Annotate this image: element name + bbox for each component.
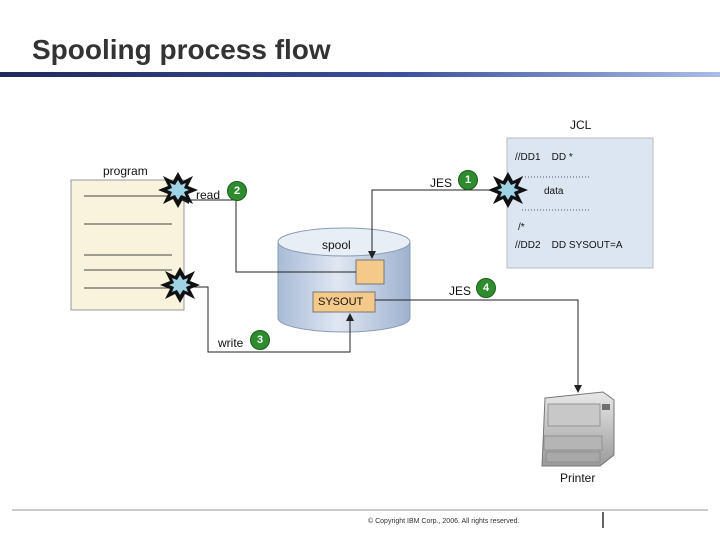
step-3-badge: 3	[250, 330, 270, 350]
step-1-badge: 1	[458, 170, 478, 190]
arrow-write-to-spool	[190, 286, 354, 353]
burst-icon	[160, 267, 200, 303]
jcl-line-data: data	[544, 186, 564, 197]
program-label: program	[103, 164, 148, 178]
sysout-slot	[312, 291, 376, 313]
title-divider	[0, 72, 720, 77]
jcl-line-dd1: //DD1 DD *	[515, 152, 573, 163]
arrow-spool-to-read	[181, 196, 356, 273]
burst-icon	[158, 172, 198, 208]
jcl-line-end: /*	[518, 222, 525, 233]
jcl-label: JCL	[570, 118, 592, 132]
jcl-line-dd2: //DD2 DD SYSOUT=A	[515, 240, 623, 251]
step-2-badge: 2	[227, 181, 247, 201]
printer-icon	[541, 391, 615, 467]
spool-cylinder	[277, 227, 411, 333]
spool-input-slot	[355, 259, 385, 285]
slide-title: Spooling process flow	[32, 34, 331, 65]
spool-label: spool	[322, 238, 351, 252]
burst-icon	[488, 172, 528, 208]
printer-label: Printer	[560, 471, 596, 485]
step-jes-4-label: JES	[449, 284, 472, 298]
step-jes-1-label: JES	[430, 176, 453, 190]
copyright-footer: © Copyright IBM Corp., 2006. All rights …	[368, 518, 520, 525]
jcl-box	[506, 137, 654, 269]
arrow-jes-to-spool	[368, 189, 500, 259]
step-write-label: write	[218, 336, 244, 350]
step-4-badge: 4	[476, 278, 496, 298]
step-read-label: read	[196, 188, 221, 202]
arrow-spool-to-printer	[375, 299, 582, 393]
sysout-label: SYSOUT	[318, 296, 364, 308]
